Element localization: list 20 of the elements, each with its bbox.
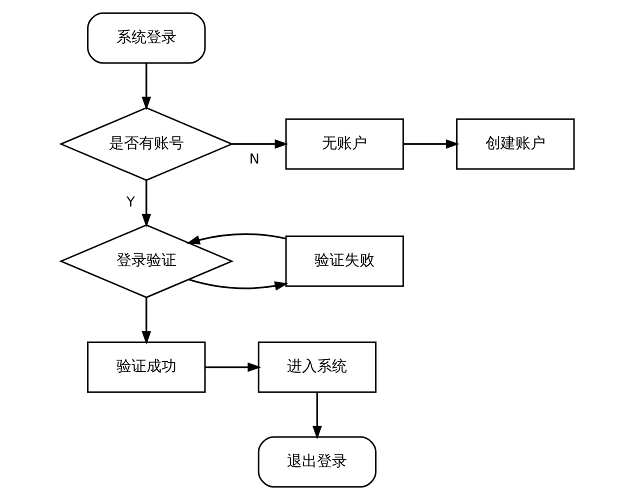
arrow [231,139,288,149]
arrow [141,63,151,110]
arrow [312,392,322,440]
node-box: 系统登录 [86,12,206,64]
arrow [141,298,151,345]
node-diamond: 是否有账号 [58,107,234,181]
arrow [141,180,151,228]
arrow [186,233,286,244]
node-box: 验证成功 [86,342,206,393]
arrow [204,362,261,372]
node-box: 验证失败 [284,236,404,287]
node-diamond: 登录验证 [58,224,234,298]
arrow [402,139,459,149]
edge-label: Y [126,194,134,210]
edge-label: N [248,151,260,168]
arrow [188,278,288,291]
node-box: 无账户 [284,118,404,170]
node-box: 创建账户 [456,118,574,170]
node-box: 进入系统 [257,342,376,393]
node-box: 退出登录 [257,436,376,488]
